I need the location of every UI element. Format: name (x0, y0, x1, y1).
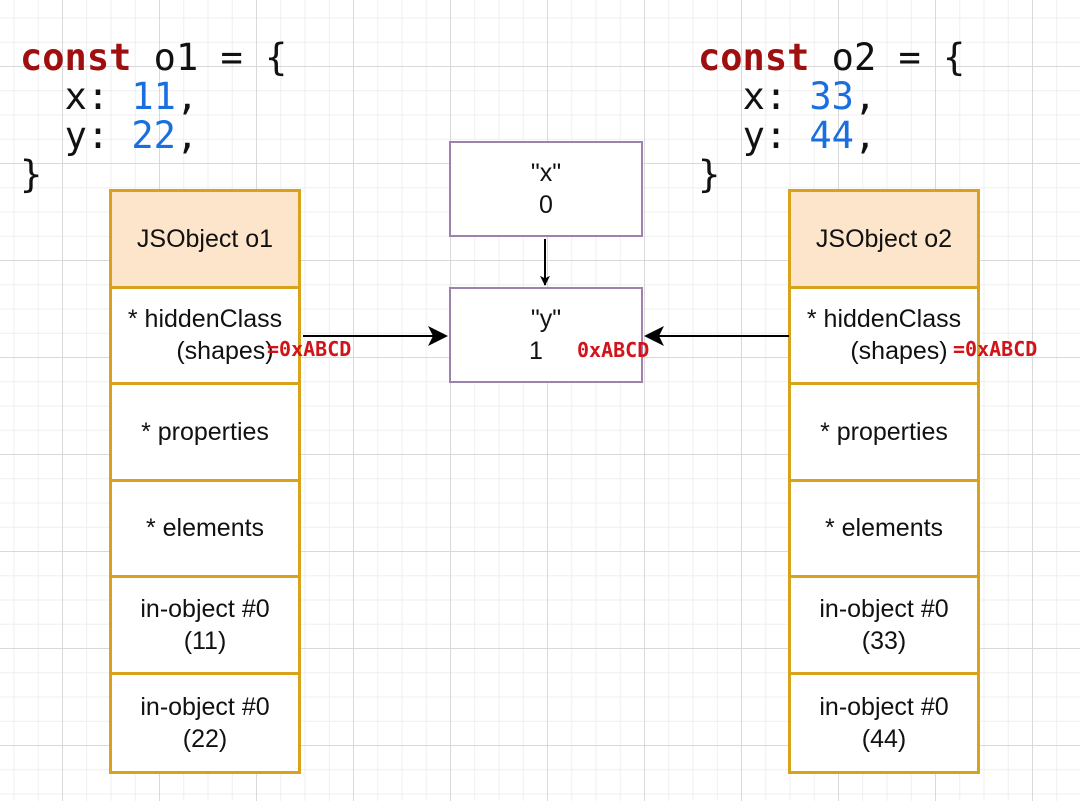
field-label: * elements (145, 514, 265, 543)
prop-key: x (64, 75, 87, 118)
hidden-class-field: * hiddenClass (shapes) =0xABCD (791, 289, 1037, 385)
prop-value: 22 (131, 114, 176, 157)
in-object-slot: in-object #0 (44) (791, 675, 977, 772)
shape-offset: 1 (529, 337, 543, 365)
object-title: JSObject o2 (815, 224, 953, 253)
object-header: JSObject o2 (791, 192, 977, 289)
properties-field: * properties (791, 385, 977, 482)
variable-name: o1 (153, 36, 199, 79)
slot-label: in-object #0 (819, 594, 949, 623)
prop-key: y (742, 114, 765, 157)
prop-value: 11 (131, 75, 176, 118)
object-header: JSObject o1 (112, 192, 298, 289)
shape-y: "y" 1 0xABCD (449, 287, 649, 383)
prop-value: 44 (809, 114, 854, 157)
in-object-slot: in-object #0 (33) (791, 578, 977, 675)
field-label: * hiddenClass (127, 305, 283, 334)
prop-key: x (742, 75, 765, 118)
hidden-class-address: =0xABCD (267, 337, 352, 361)
shapes-label: (shapes) (850, 337, 948, 366)
in-object-slot: in-object #0 (22) (112, 675, 298, 772)
field-label: * elements (824, 514, 944, 543)
slot-label: in-object #0 (140, 594, 270, 623)
shape-address: 0xABCD (577, 338, 650, 362)
slot-label: in-object #0 (140, 692, 270, 721)
hidden-class-field: * hiddenClass (shapes)=0xABCD (112, 289, 351, 385)
jsobject-o2: JSObject o2 * hiddenClass (shapes) =0xAB… (788, 189, 1037, 774)
slot-value: (44) (861, 724, 907, 753)
slot-value: (22) (182, 724, 228, 753)
hidden-class-address: =0xABCD (953, 337, 1038, 361)
elements-field: * elements (112, 482, 298, 578)
shape-x: "x" 0 (449, 141, 643, 237)
keyword-const: const (20, 36, 132, 79)
code-block-o1: const o1 = { x: 11, y: 22, } (20, 36, 288, 196)
properties-field: * properties (112, 385, 298, 482)
code-block-o2: const o2 = { x: 33, y: 44, } (698, 36, 966, 196)
assign-brace: = { (876, 36, 966, 79)
elements-field: * elements (791, 482, 977, 578)
variable-name: o2 (831, 36, 877, 79)
shape-key: "y" (530, 305, 562, 333)
field-sublabel: (shapes)=0xABCD (176, 335, 351, 367)
close-brace: } (698, 153, 721, 196)
in-object-slot: in-object #0 (11) (112, 578, 298, 675)
slot-label: in-object #0 (819, 692, 949, 721)
field-sublabel: (shapes) (850, 335, 947, 367)
assign-brace: = { (198, 36, 288, 79)
field-label: * properties (820, 417, 948, 446)
prop-value: 33 (809, 75, 854, 118)
object-title: JSObject o1 (136, 224, 274, 253)
shapes-label: (shapes) (176, 337, 274, 366)
field-label: * properties (141, 417, 269, 446)
keyword-const: const (698, 36, 810, 79)
jsobject-o1: JSObject o1 * hiddenClass (shapes)=0xABC… (109, 189, 351, 774)
close-brace: } (20, 153, 43, 196)
shape-key: "x" (530, 159, 562, 187)
field-label: * hiddenClass (806, 305, 962, 334)
slot-value: (33) (861, 626, 907, 655)
arrowhead-o1 (428, 326, 448, 346)
slot-value: (11) (183, 626, 227, 655)
shape-offset: 0 (539, 191, 553, 219)
prop-key: y (64, 114, 87, 157)
